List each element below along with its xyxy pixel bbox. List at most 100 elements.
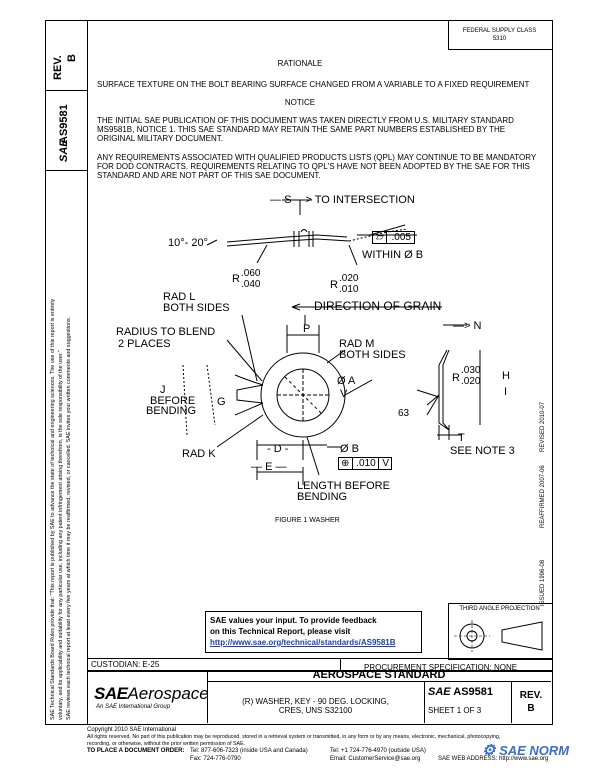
- p-label: P: [303, 323, 311, 335]
- t-label: T: [458, 432, 465, 444]
- logo-subtitle: An SAE International Group: [96, 704, 171, 710]
- procurement-label: PROCUREMENT SPECIFICATION: NONE: [364, 663, 518, 672]
- footer-email: Email: CustomerService@sae.org: [330, 756, 421, 762]
- footer-copyright: Copyright 2010 SAE International: [87, 727, 177, 733]
- phi-a-label: Ø A: [337, 375, 356, 387]
- notice-p2-line1: ANY REQUIREMENTS ASSOCIATED WITH QUALIFI…: [97, 153, 537, 162]
- supply-class-line2: 5310: [492, 36, 507, 42]
- e-label: E: [265, 461, 273, 473]
- rev-label: REV.: [519, 690, 543, 701]
- radius-3-upper: .030: [461, 365, 481, 376]
- projection-box: [448, 603, 553, 660]
- d-dim-arrow-right: -: [281, 443, 289, 455]
- radius-2-upper: .020: [339, 273, 359, 284]
- supply-class-line1: FEDERAL SUPPLY CLASS: [462, 28, 537, 34]
- sae-aerospace-logo: SAEAerospace: [94, 684, 209, 704]
- within-label: WITHIN Ø B: [362, 249, 424, 261]
- standard-title: AEROSPACE STANDARD: [312, 669, 446, 681]
- footer-rights: All rights reserved. No part of this pub…: [87, 734, 501, 740]
- radius-3-lower: .020: [461, 376, 481, 387]
- i-label: I: [504, 386, 508, 398]
- feedback-link[interactable]: http://www.sae.org/technical/standards/A…: [210, 638, 396, 647]
- title-divider-h: [207, 681, 551, 682]
- projection-label: THIRD ANGLE PROJECTION: [459, 606, 540, 612]
- rad-k-label: RAD K: [182, 448, 216, 460]
- supply-class-box: [448, 20, 553, 50]
- radius-to-blend-label: RADIUS TO BLEND: [116, 326, 216, 338]
- rad-m-both-sides: BOTH SIDES: [339, 349, 406, 361]
- n-label: N: [473, 320, 482, 332]
- phi-b-tolerance: .010: [352, 458, 376, 469]
- footer-web: SAE WEB ADDRESS: http://www.sae.org: [438, 756, 549, 762]
- notice-p1-line1: THE INITIAL SAE PUBLICATION OF THIS DOCU…: [97, 116, 514, 125]
- e-dimension: — E —: [251, 461, 286, 473]
- h-label: H: [502, 370, 510, 382]
- e-dim-arrow-left: —: [251, 461, 266, 473]
- d-dimension: - D -: [267, 443, 288, 455]
- watermark: ⚙ SAE NORM: [482, 741, 569, 759]
- j-before-label: BEFORE: [150, 395, 196, 407]
- left-rev-label: REV.: [52, 55, 64, 80]
- notice-paragraph-1: THE INITIAL SAE PUBLICATION OF THIS DOCU…: [97, 116, 514, 143]
- legal-line-1: SAE Technical Standards Board Rules prov…: [50, 298, 56, 720]
- rad-l-both-sides: BOTH SIDES: [163, 302, 230, 314]
- s-dimension: — S —> TO INTERSECTION: [270, 194, 415, 206]
- edge-view: [416, 324, 481, 440]
- feedback-box: [205, 611, 422, 653]
- logo-aerospace: Aerospace: [127, 684, 209, 703]
- s-dim-arrow-left: —: [270, 194, 285, 206]
- rad-m-label: RAD M: [339, 338, 375, 350]
- rad-l-label: RAD L: [163, 291, 196, 303]
- footer-tel-1: Tel: 877-606-7323 (inside USA and Canada…: [190, 748, 308, 754]
- watermark-text: SAE NORM: [499, 743, 570, 758]
- length-bending-label: BENDING: [297, 491, 348, 503]
- issued-date: ISSUED 1996-08: [540, 559, 546, 606]
- to-intersection-label: TO INTERSECTION: [314, 194, 415, 206]
- notice-p2-line3: STANDARD AND ARE NOT PART OF THIS SAE DO…: [97, 171, 321, 180]
- rationale-title: RATIONALE: [277, 59, 323, 68]
- rev-value: B: [527, 703, 535, 714]
- length-before-label: LENGTH BEFORE: [297, 480, 390, 492]
- third-angle-projection-icon: [454, 620, 543, 652]
- part-subtitle: CRES, UNS S32100: [278, 706, 353, 715]
- radius-3-label: R: [452, 372, 460, 384]
- title-divider-1: [207, 670, 208, 723]
- d-dim-arrow-left: -: [267, 443, 274, 455]
- radius-1-lower: .040: [241, 279, 261, 290]
- e-dim-arrow-right: —: [272, 461, 287, 473]
- footer-fax: Fax: 724-776-0790: [190, 756, 241, 762]
- n-dimension: —> N: [453, 320, 481, 332]
- flatness-tolerance-box: ▱ .005: [372, 231, 415, 244]
- footer-tel-2: Tel: +1 724-776-4970 (outside USA): [330, 748, 426, 754]
- side-view: [206, 199, 417, 266]
- surface-finish-63: 63: [398, 408, 410, 419]
- left-rev-value: B: [66, 54, 78, 62]
- flatness-icon: ▱: [376, 232, 384, 243]
- phi-b-datum-v: V: [378, 458, 390, 469]
- j-bending-label: BENDING: [146, 405, 197, 417]
- washer-drawing: [182, 199, 481, 485]
- d-label: D: [273, 443, 282, 455]
- j-label: J: [160, 384, 166, 396]
- feedback-line2: on this Technical Report, please visit: [210, 627, 351, 636]
- figure-caption: FIGURE 1 WASHER: [275, 517, 340, 524]
- doc-number-block: SAE AS9581: [428, 686, 493, 698]
- phi-b-tolerance-box: ⊕ .010 V: [338, 457, 393, 470]
- title-divider-2: [424, 681, 425, 723]
- rationale-text: SURFACE TEXTURE ON THE BOLT BEARING SURF…: [97, 80, 530, 89]
- feedback-line1: SAE values your input. To provide feedba…: [210, 616, 377, 625]
- logo-sae: SAE: [94, 684, 128, 703]
- custodian-label: CUSTODIAN: E-25: [91, 660, 160, 669]
- left-number-box: [45, 90, 87, 171]
- doc-sae-mark: SAE: [428, 686, 451, 698]
- title-block: [87, 670, 553, 725]
- doc-number: AS9581: [453, 686, 494, 698]
- watermark-gear-icon: ⚙: [482, 742, 496, 759]
- sheet-label: SHEET 1 OF 3: [428, 706, 482, 715]
- phi-a-v-label: V: [340, 388, 348, 400]
- title-divider-3: [511, 681, 512, 723]
- legal-line-3: SAE reviews each technical report at lea…: [66, 316, 72, 720]
- legal-line-2: voluntary, and its applicability and sui…: [58, 350, 64, 720]
- position-tolerance-icon: ⊕: [341, 458, 350, 469]
- radius-2-lower: .010: [339, 284, 359, 295]
